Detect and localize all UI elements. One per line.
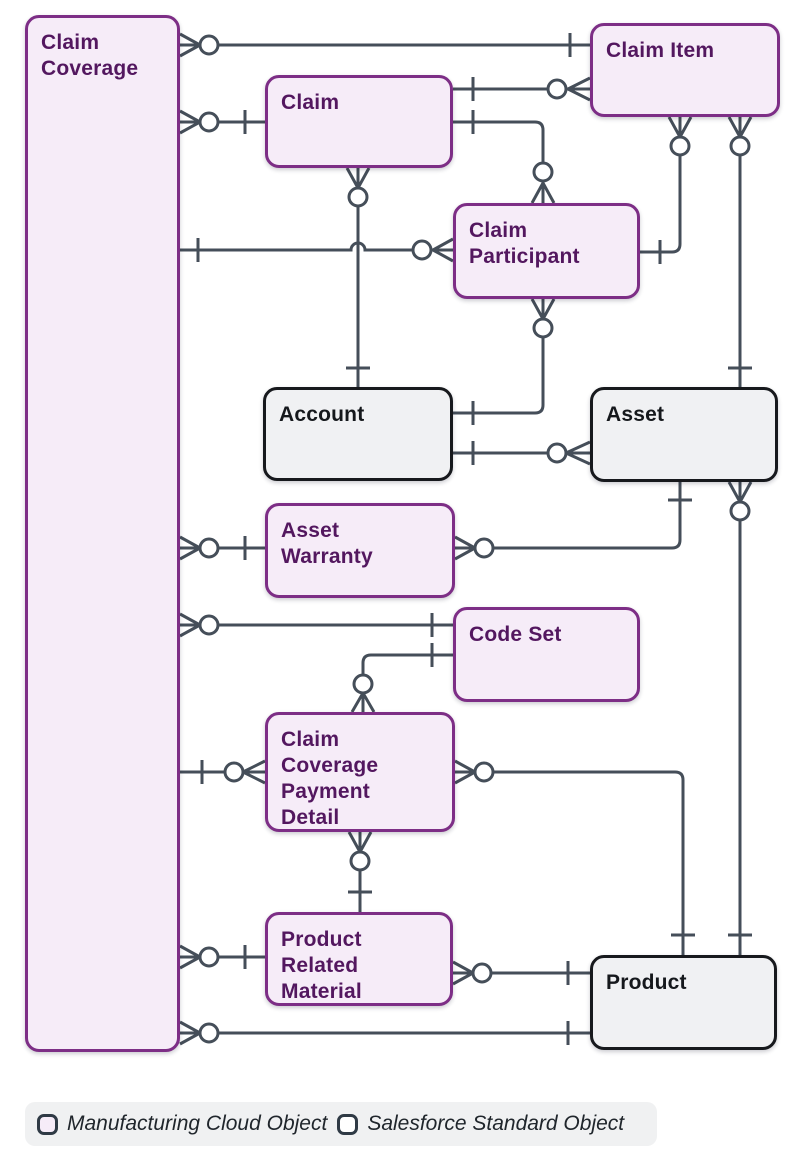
entity-account: Account (263, 387, 453, 481)
entity-product: Product (590, 955, 777, 1050)
connector-asset--asset-warranty (454, 482, 692, 561)
connector-claim-item--asset (727, 116, 753, 387)
entity-asset-warranty: Asset Warranty (265, 503, 455, 598)
connector-claim-coverage-payment-detail--product-related-material (347, 831, 373, 912)
connector-product-related-material--product (452, 960, 590, 986)
entity-product-related-material: Product Related Material (265, 912, 453, 1006)
connector-claim-coverage--asset-warranty (179, 535, 265, 561)
connector-claim-coverage--code-set (179, 612, 453, 638)
connector-account--asset (453, 440, 591, 466)
legend-label: Manufacturing Cloud Object (67, 1112, 328, 1135)
entity-claim-coverage-payment-detail: Claim Coverage Payment Detail (265, 712, 455, 832)
entity-label: Claim Coverage (41, 31, 139, 81)
legend-label: Salesforce Standard Object (367, 1112, 625, 1135)
legend: Manufacturing Cloud Object Salesforce St… (25, 1102, 657, 1146)
entity-claim: Claim (265, 75, 453, 168)
connector-claim-coverage--claim-item (179, 32, 590, 58)
connector-claim-coverage-payment-detail--product (454, 759, 695, 955)
legend-item-salesforce-standard: Salesforce Standard Object (337, 1112, 624, 1136)
entity-claim-participant: Claim Participant (453, 203, 640, 299)
manufacturing-cloud-swatch (37, 1113, 58, 1135)
salesforce-standard-swatch (337, 1113, 359, 1135)
connector-claim--account (345, 167, 371, 387)
entity-label: Asset Warranty (281, 519, 373, 569)
entity-label: Code Set (469, 623, 562, 646)
entity-claim-item: Claim Item (590, 23, 780, 117)
entity-label: Product (606, 971, 687, 994)
entity-asset: Asset (590, 387, 778, 482)
entity-code-set: Code Set (453, 607, 640, 702)
connector-claim-item--claim-participant (640, 116, 693, 264)
entity-label: Claim Coverage Payment Detail (281, 728, 379, 830)
connector-claim-coverage--product (179, 1020, 590, 1046)
entity-label: Asset (606, 403, 665, 426)
connector-account--claim-participant (453, 298, 556, 425)
entity-label: Claim (281, 91, 340, 114)
connector-claim-coverage--product-related-material (179, 944, 265, 970)
connector-asset--product (727, 481, 753, 955)
entity-label: Claim Item (606, 39, 715, 62)
connector-claim--claim-participant (453, 110, 556, 204)
entity-label: Product Related Material (281, 928, 362, 1004)
connector-code-set--claim-coverage-payment-detail (350, 643, 453, 713)
connector-claim-coverage--claim (179, 109, 265, 135)
entity-claim-coverage: Claim Coverage (25, 15, 180, 1052)
connector-claim-coverage--claim-coverage-payment-detail (180, 759, 266, 785)
entity-label: Account (279, 403, 365, 426)
entity-label: Claim Participant (469, 219, 580, 269)
connector-claim--claim-item (453, 76, 591, 102)
legend-item-manufacturing-cloud: Manufacturing Cloud Object (37, 1112, 327, 1136)
connector-claim-coverage--claim-participant (180, 237, 454, 263)
